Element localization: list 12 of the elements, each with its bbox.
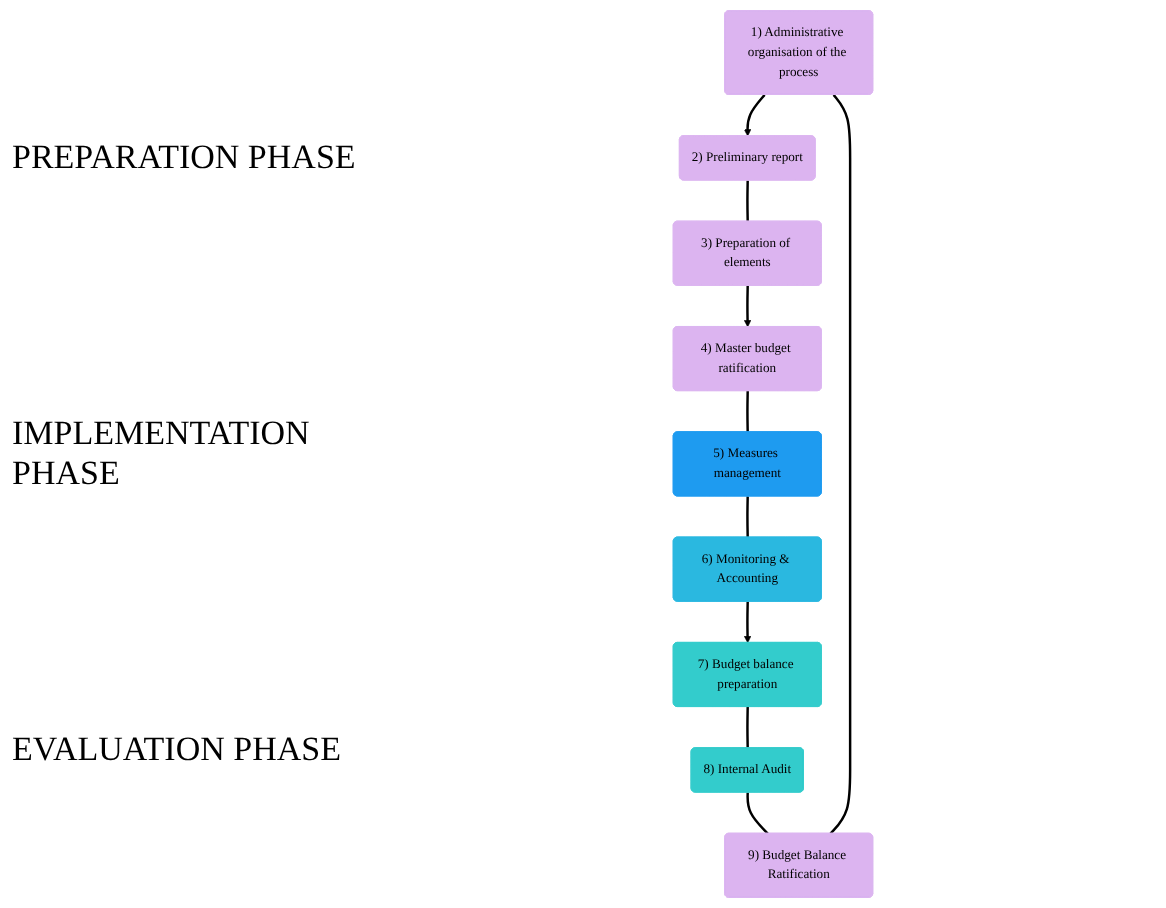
arrow: [743, 94, 766, 137]
arrow: [743, 285, 752, 328]
phase-label: EVALUATION PHASE: [12, 730, 343, 770]
connector: [746, 391, 749, 433]
connector: [746, 706, 749, 749]
connector: [746, 180, 749, 222]
arrow: [743, 601, 752, 644]
connector: [746, 496, 749, 538]
phase-label: PREPARATION PHASE: [12, 138, 358, 178]
connector: [829, 94, 852, 835]
connector: [746, 792, 769, 835]
phase-label: IMPLEMENTATION PHASE: [12, 414, 312, 494]
